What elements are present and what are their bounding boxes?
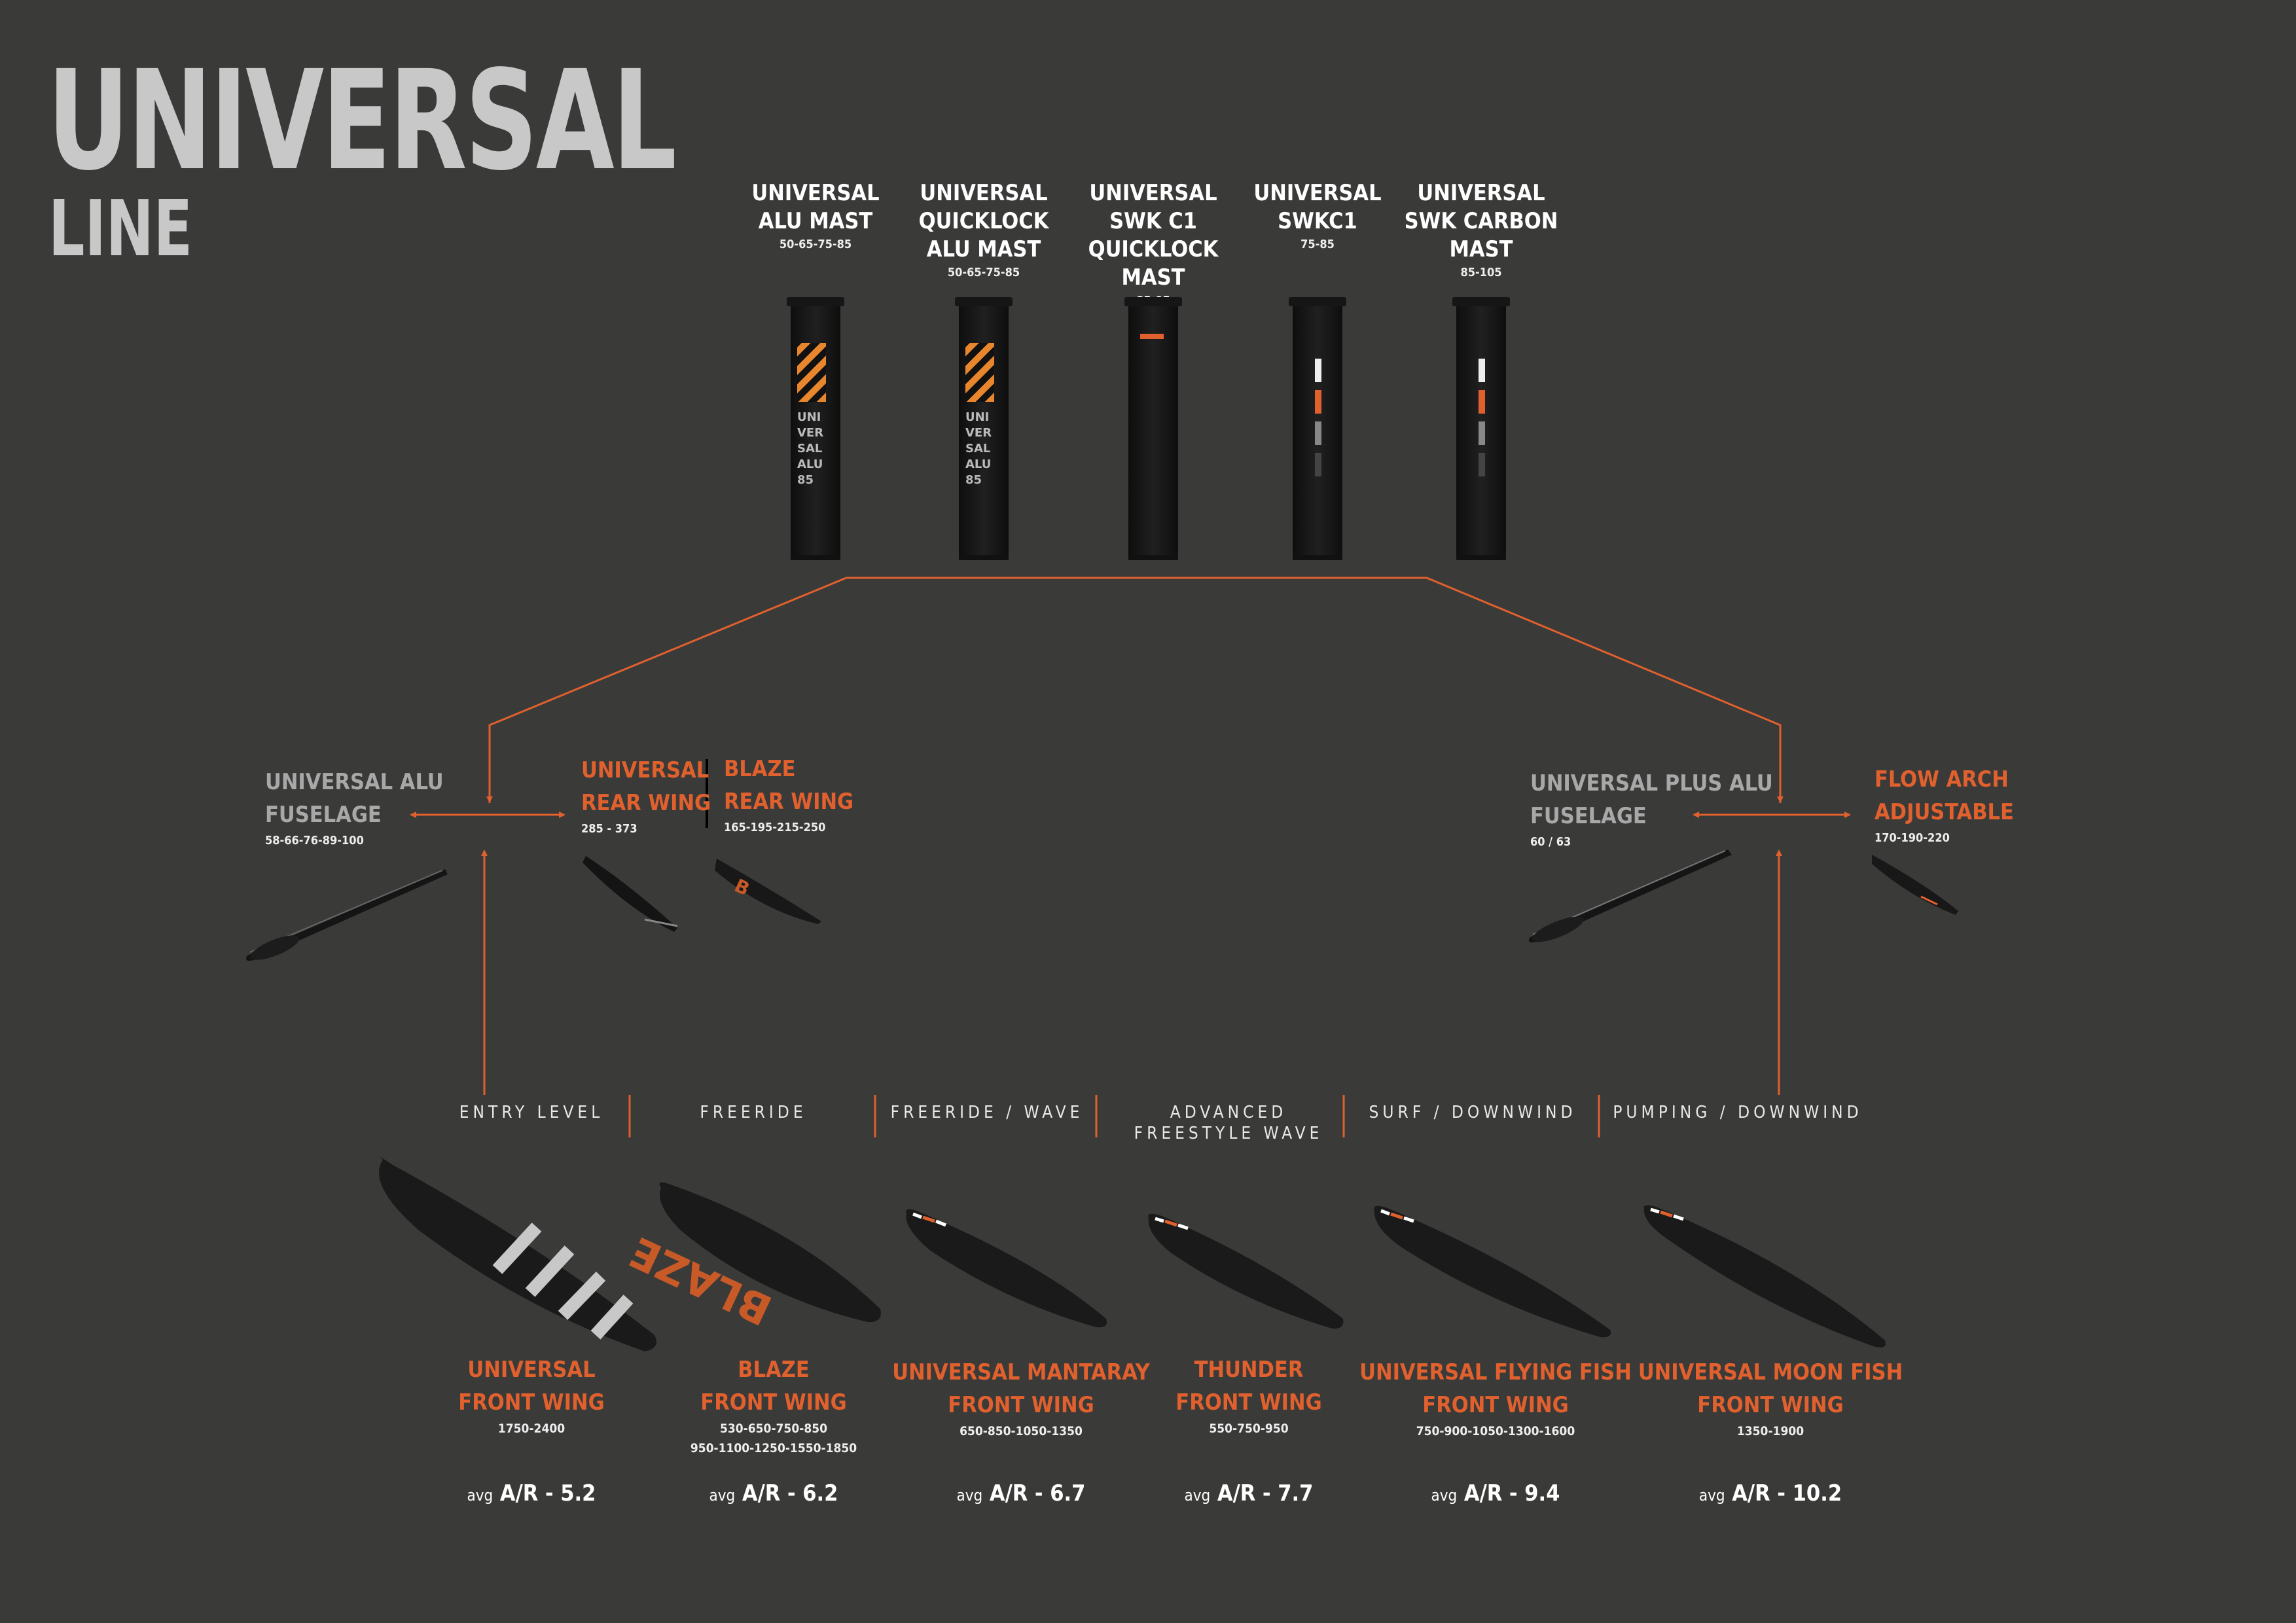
mast-image <box>1124 297 1182 560</box>
aspect-ratio-prefix: avg <box>1431 1486 1458 1505</box>
mast-sizes: 50-65-75-85 <box>779 238 852 251</box>
flow-arch-label: FLOW ARCH ADJUSTABLE 170-190-220 <box>1874 766 2014 845</box>
aspect-ratio-value: A/R - 6.2 <box>742 1480 838 1507</box>
category-label: ADVANCED FREESTYLE WAVE <box>1134 1103 1323 1143</box>
aspect-ratio: avg A/R - 7.7 <box>1151 1480 1347 1507</box>
aspect-ratio-value: A/R - 9.4 <box>1463 1480 1560 1507</box>
blaze-front-wing-image: BLAZE <box>623 1182 881 1334</box>
front-wing-name: UNIVERSAL FLYING FISH FRONT WING <box>1359 1359 1632 1418</box>
category-label: SURF / DOWNWIND <box>1369 1103 1577 1122</box>
aspect-ratio: avg A/R - 6.7 <box>923 1480 1119 1507</box>
front-wing-sizes: 1750-2400 <box>497 1421 565 1436</box>
aspect-ratio-prefix: avg <box>1184 1486 1211 1505</box>
aspect-ratio: avg A/R - 10.2 <box>1672 1480 1869 1507</box>
front-wing-sizes: 650-850-1050-1350 <box>960 1424 1083 1438</box>
front-wing-name: THUNDER FRONT WING <box>1175 1357 1322 1416</box>
mast-sizes: 50-65-75-85 <box>947 266 1020 279</box>
front-wing-sizes: 530-650-750-850 950-1100-1250-1550-1850 <box>690 1421 857 1455</box>
aspect-ratio: avg A/R - 5.2 <box>433 1480 630 1507</box>
alu-fuselage-label: UNIVERSAL ALU FUSELAGE 58-66-76-89-100 <box>265 769 444 847</box>
flying-fish-front-wing-image <box>1374 1205 1611 1338</box>
front-wing-label: THUNDER FRONT WING 550-750-950 <box>1098 1353 1399 1438</box>
thunder-front-wing-image <box>1148 1213 1344 1329</box>
front-wing-sizes: 550-750-950 <box>1209 1421 1289 1436</box>
aspect-ratio-value: A/R - 10.2 <box>1732 1480 1842 1507</box>
mast-image <box>1452 297 1510 560</box>
mast-sizes: 75-85 <box>1300 238 1335 251</box>
page-subtitle: LINE <box>48 183 193 274</box>
page-title: UNIVERSAL <box>47 41 677 201</box>
category-label: FREERIDE / WAVE <box>890 1103 1084 1122</box>
aspect-ratio-prefix: avg <box>467 1486 493 1505</box>
mast-connector <box>488 577 1782 803</box>
blaze-rear-wing-label: BLAZE REAR WING 165-195-215-250 <box>724 756 854 834</box>
front-wing-name: UNIVERSAL MANTARAY FRONT WING <box>892 1359 1150 1418</box>
aspect-ratio-value: A/R - 5.2 <box>499 1480 596 1507</box>
front-wing-label: UNIVERSAL FRONT WING 1750-2400 <box>381 1353 682 1438</box>
mast-name: UNIVERSAL QUICKLOCK ALU MAST <box>918 180 1049 262</box>
mast-name: UNIVERSAL SWKC1 <box>1253 180 1382 234</box>
mast-name: UNIVERSAL ALU MAST <box>751 180 880 234</box>
flow-arch-image <box>1872 855 1958 915</box>
aspect-ratio-prefix: avg <box>1698 1486 1725 1505</box>
mast-label: UNIVERSAL SWKC1 75-85 <box>1232 179 1403 251</box>
mast-label: UNIVERSAL ALU MAST 50-65-75-85 <box>730 179 901 251</box>
moon-fish-front-wing-image <box>1643 1205 1886 1347</box>
plus-alu-fuselage-image <box>1528 849 1732 942</box>
aspect-ratio-prefix: avg <box>956 1486 983 1505</box>
mast-name: UNIVERSAL SWK CARBON MAST <box>1404 180 1558 262</box>
mantaray-front-wing-image <box>906 1209 1107 1328</box>
category-label: FREERIDE <box>700 1103 807 1122</box>
front-wing-label: BLAZE FRONT WING 530-650-750-850 950-110… <box>623 1353 924 1458</box>
plus-alu-fuselage-label: UNIVERSAL PLUS ALU FUSELAGE 60 / 63 <box>1530 770 1773 849</box>
aspect-ratio-value: A/R - 7.7 <box>1217 1480 1314 1507</box>
front-wing-sizes: 750-900-1050-1300-1600 <box>1416 1424 1575 1438</box>
front-wing-label: UNIVERSAL MOON FISH FRONT WING 1350-1900 <box>1620 1356 1921 1441</box>
mast-image <box>1289 297 1346 560</box>
aspect-ratio: avg A/R - 9.4 <box>1397 1480 1594 1507</box>
front-wing-name: BLAZE FRONT WING <box>700 1357 847 1416</box>
category-label: PUMPING / DOWNWIND <box>1613 1103 1863 1122</box>
front-wing-sizes: 1350-1900 <box>1736 1424 1804 1438</box>
alu-fuselage-image <box>245 869 448 961</box>
front-wing-name: UNIVERSAL MOON FISH FRONT WING <box>1638 1359 1903 1418</box>
front-wing-label: UNIVERSAL MANTARAY FRONT WING 650-850-10… <box>870 1356 1172 1441</box>
front-wing-name: UNIVERSAL FRONT WING <box>458 1357 605 1416</box>
mast-label: UNIVERSAL QUICKLOCK ALU MAST 50-65-75-85 <box>899 179 1069 279</box>
aspect-ratio-prefix: avg <box>709 1486 736 1505</box>
universal-rear-wing-image <box>583 856 678 932</box>
aspect-ratio: avg A/R - 6.2 <box>675 1480 872 1507</box>
front-wing-label: UNIVERSAL FLYING FISH FRONT WING 750-900… <box>1345 1356 1646 1441</box>
aspect-ratio-value: A/R - 6.7 <box>989 1480 1086 1507</box>
mast-label: UNIVERSAL SWK C1 QUICKLOCK MAST 85-95 <box>1068 179 1238 308</box>
universal-front-wing-image <box>379 1156 656 1351</box>
mast-name: UNIVERSAL SWK C1 QUICKLOCK MAST <box>1088 180 1219 291</box>
universal-rear-wing-label: UNIVERSAL REAR WING 285 - 373 <box>581 757 711 836</box>
category-label: ENTRY LEVEL <box>459 1103 604 1122</box>
mast-sizes: 85-105 <box>1460 266 1502 279</box>
mast-label: UNIVERSAL SWK CARBON MAST 85-105 <box>1396 179 1566 279</box>
